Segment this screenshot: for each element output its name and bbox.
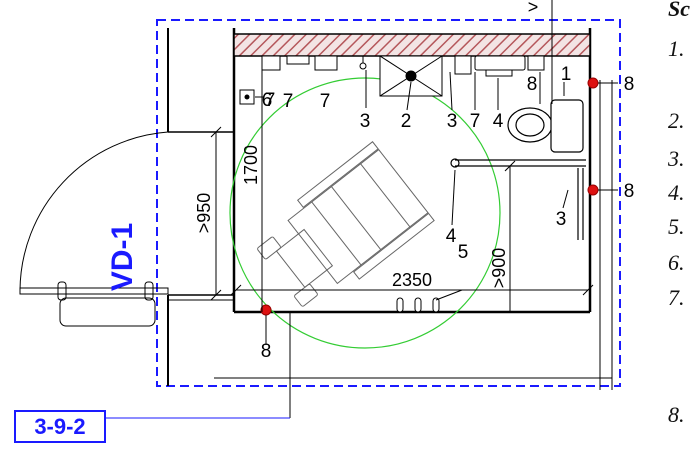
wheelchair (257, 141, 435, 307)
hatched-wall (233, 33, 591, 57)
door (19, 131, 169, 327)
callout-label: 7 (470, 111, 481, 132)
callout-label: 1 (561, 64, 572, 85)
callout-label: 4 (493, 111, 504, 132)
callout-label: 8 (527, 74, 538, 95)
fixtures (239, 55, 545, 105)
toilet (507, 99, 584, 153)
turning-circle (229, 77, 501, 349)
callout-label: 8 (261, 341, 272, 362)
grab-bars (450, 158, 586, 240)
callout-label: 7 (283, 91, 294, 112)
callout-label: 7 (265, 90, 276, 111)
sheet-reference-tag: 3-9-2 (14, 410, 106, 443)
legend-number: 8. (668, 402, 685, 427)
alarm-buttons (260, 77, 599, 316)
callout-label: 2 (401, 111, 412, 132)
legend-number: 4. (668, 180, 685, 205)
legend-number: 6. (668, 250, 685, 275)
legend-heading: Sc (668, 0, 690, 21)
legend-number: 7. (668, 285, 685, 310)
dim-room-width: 2350 (392, 270, 432, 290)
dim-top-cut: > (528, 0, 539, 17)
callout-label: 7 (320, 91, 331, 112)
callout-label: 5 (458, 242, 469, 263)
callout-label: 3 (556, 209, 567, 230)
callout-label: 6 (262, 90, 273, 111)
door-tag: VD-1 (106, 223, 139, 291)
dim-grab-bar-height: >900 (489, 248, 509, 289)
dimension-lines (210, 0, 594, 312)
walls (167, 28, 613, 390)
zone-outline (156, 19, 621, 387)
callout-label: 4 (446, 226, 457, 247)
taps (396, 297, 440, 313)
callout-label: 3 (360, 111, 371, 132)
dim-door-clear: >950 (194, 193, 214, 234)
callout-label: 8 (624, 74, 635, 95)
legend-number: 2. (668, 108, 685, 133)
legend-number: 5. (668, 214, 685, 239)
legend-number: 1. (668, 36, 685, 61)
legend-number: 3. (668, 146, 685, 171)
callout-label: 8 (624, 181, 635, 202)
leader-lines (255, 70, 618, 418)
callout-label: 3 (447, 111, 458, 132)
dim-room-depth: 1700 (241, 145, 261, 185)
